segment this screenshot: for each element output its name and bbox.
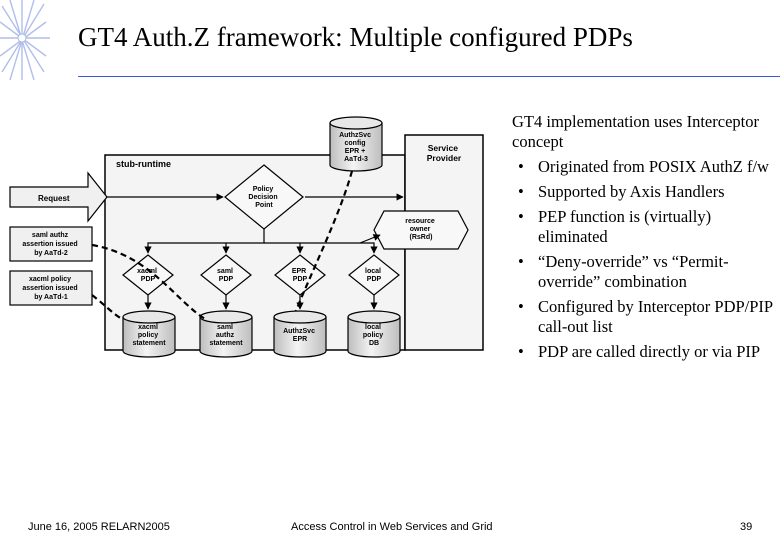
svg-text:EPR PDP: EPR PDP	[292, 268, 308, 283]
svg-text:xacml PDP: xacml PDP	[137, 268, 159, 283]
store-authzsvc-epr: AuthzSvc EPR	[273, 310, 327, 358]
footer-title: Access Control in Web Services and Grid	[291, 521, 493, 533]
bullet-item: •“Deny-override” vs “Permit-override” co…	[518, 252, 729, 291]
svg-text:saml authz assertion iss: saml authz assertion issued by AaTd-2	[22, 232, 79, 257]
starburst-logo-icon	[0, 0, 50, 80]
pdp-xacml-diamond: xacml PDP	[122, 254, 174, 296]
svg-text:local policy DB: local policy DB	[363, 324, 385, 347]
resource-owner-hexagon	[373, 210, 469, 250]
authz-config-store: AuthzSvc config EPR + AaTd-3	[329, 116, 383, 172]
diagram-connectors	[107, 193, 404, 310]
svg-text:local PDP: local PDP	[365, 268, 383, 283]
xacml-policy-assertion-box: xacml policy assertion issued by AaTd-1	[9, 270, 93, 306]
svg-text:AuthzSvc EPR: AuthzSvc EPR	[283, 328, 317, 343]
bullet-item: •PEP function is (virtually) eliminated	[518, 207, 712, 246]
svg-text:AuthzSvc config EP: AuthzSvc config EPR + AaTd-3	[339, 132, 373, 163]
request-arrow	[9, 171, 108, 223]
slide-title: GT4 Auth.Z framework: Multiple configure…	[78, 22, 633, 52]
request-label: Request	[38, 194, 70, 203]
bullet-dot-icon: •	[518, 297, 524, 316]
bullet-dot-icon: •	[518, 342, 524, 361]
stub-runtime-label: stub-runtime	[116, 159, 171, 169]
footer-page-number: 39	[740, 521, 753, 533]
service-provider-label: Service Provider	[427, 143, 462, 163]
resource-owner-label: resource owner (RsRd)	[405, 218, 437, 241]
bullet-item: •Originated from POSIX AuthZ f/w	[518, 157, 769, 176]
bullet-dot-icon: •	[518, 252, 524, 271]
store-xacml-policy-statement: xacml policy statement	[122, 310, 176, 358]
bullet-list-panel: GT4 implementation uses Interceptor conc…	[512, 112, 774, 362]
bullet-dot-icon: •	[518, 207, 524, 226]
bullet-dot-icon: •	[518, 182, 524, 201]
authz-framework-diagram: stub-runtime Service Provider Request Po…	[9, 116, 484, 358]
saml-authz-assertion-box: saml authz assertion issued by AaTd-2	[9, 226, 93, 262]
bullet-list: •Originated from POSIX AuthZ f/w •Suppor…	[512, 157, 774, 362]
bullet-item: •Configured by Interceptor PDP/PIP call-…	[518, 297, 773, 336]
policy-decision-point-label: Policy Decision Point	[248, 186, 279, 209]
svg-text:xacml policy assertion i: xacml policy assertion issued by AaTd-1	[22, 276, 79, 301]
svg-text:saml authz stateme: saml authz statement	[209, 324, 243, 347]
svg-text:xacml policy state: xacml policy statement	[132, 324, 166, 347]
bullet-dot-icon: •	[518, 157, 524, 176]
footer-date: June 16, 2005 RELARN2005	[28, 521, 170, 533]
bullet-intro: GT4 implementation uses Interceptor conc…	[512, 112, 759, 151]
bullet-item: •PDP are called directly or via PIP	[518, 342, 761, 361]
svg-text:saml PDP: saml PDP	[217, 268, 235, 283]
title-underline	[78, 76, 780, 77]
store-local-policy-db: local policy DB	[347, 310, 401, 358]
dashed-connectors	[91, 170, 354, 320]
store-saml-authz-statement: saml authz statement	[199, 310, 253, 358]
bullet-item: •Supported by Axis Handlers	[518, 182, 725, 201]
